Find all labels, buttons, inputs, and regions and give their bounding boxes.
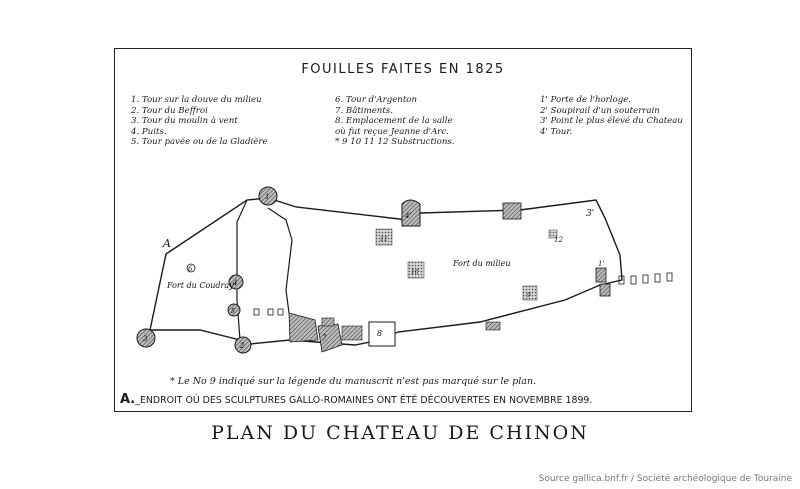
svg-text:2: 2 <box>239 342 245 350</box>
inner-wall <box>267 207 293 314</box>
legend-column-2: 6. Tour d'Argenton 7. Bâtiments. 8. Empl… <box>335 95 455 148</box>
svg-text:7: 7 <box>322 334 327 342</box>
tower-4-prime: 4' <box>401 199 421 227</box>
legend-column-3: 1' Porte de l'horloge. 2' Soupirail d'un… <box>540 95 683 137</box>
clock-gate-1-prime: 1' <box>595 260 611 297</box>
fort-milieu-label: Fort du milieu <box>452 259 510 268</box>
legend-item: 2. Tour du Beffroi <box>131 105 208 116</box>
inner-wall <box>236 199 248 341</box>
svg-text:4: 4 <box>232 279 237 287</box>
substruction-10: 10 <box>407 261 425 279</box>
legend-item: 8. Emplacement de la salle <box>335 116 453 127</box>
tower-1: 1 <box>258 186 278 206</box>
well-4: 4 <box>228 274 244 290</box>
svg-text:3: 3 <box>143 335 148 343</box>
small-structure <box>253 308 260 316</box>
svg-text:8: 8 <box>377 329 382 338</box>
legend-item: 6. Tour d'Argenton <box>335 95 418 105</box>
small-structure <box>485 321 501 331</box>
legend-item: 3. Tour du moulin à vent <box>131 116 238 127</box>
source-credit: Source gallica.bnf.fr / Société archéolo… <box>538 474 792 484</box>
svg-text:11: 11 <box>380 236 388 243</box>
caption-text: _ENDROIT OÙ DES SCULPTURES GALLO-ROMAINE… <box>135 395 593 406</box>
point-3-prime-label: 3' <box>586 209 594 219</box>
svg-text:1': 1' <box>598 260 604 268</box>
legend-item: 1. Tour sur la douve du milieu <box>131 95 262 105</box>
substruction-9: 9 <box>522 285 538 301</box>
bridge-piers <box>618 272 673 285</box>
legend-item: * 9 10 11 12 Substructions. <box>335 137 455 148</box>
hall-8: 8 <box>368 321 396 347</box>
svg-text:1: 1 <box>265 193 269 201</box>
legend-item: 3' Point le plus élevé du Chateau <box>540 116 683 127</box>
caption-letter: A. <box>120 392 136 407</box>
marker-a: A <box>162 237 171 250</box>
legend-item: 4' Tour. <box>540 126 573 137</box>
svg-text:5: 5 <box>231 308 235 315</box>
legend-column-1: 1. Tour sur la douve du milieu 2. Tour d… <box>131 95 268 148</box>
plan-title: PLAN DU CHATEAU DE CHINON <box>211 422 589 444</box>
legend-item: 2' Soupirail d'un souterrain <box>540 105 660 116</box>
small-structure <box>277 308 284 316</box>
legend-item: où fut reçue Jeanne d'Arc. <box>335 126 449 137</box>
substruction-11: 11 <box>375 228 393 246</box>
buildings-7: 7 <box>288 312 363 353</box>
svg-text:6: 6 <box>188 265 193 273</box>
legend-item: 7. Bâtiments. <box>335 105 393 116</box>
legend-heading: FOUILLES FAITES EN 1825 <box>301 62 505 77</box>
legend-item: 5. Tour pavée ou de la Gladière <box>131 137 268 148</box>
svg-text:10: 10 <box>411 269 419 276</box>
tower-3: 3 <box>136 328 156 348</box>
small-structure <box>267 308 274 316</box>
svg-text:9: 9 <box>527 292 531 299</box>
tower-6: 6 <box>186 263 196 273</box>
substruction-12: 12 <box>548 229 563 244</box>
svg-text:12: 12 <box>554 236 563 244</box>
legend-item: 4. Puits. <box>131 126 167 137</box>
svg-text:4': 4' <box>404 212 411 220</box>
caption-a: A._ENDROIT OÙ DES SCULPTURES GALLO-ROMAI… <box>120 392 690 407</box>
fort-coudray-label: Fort du Coudray <box>166 281 234 290</box>
legend-item: 1' Porte de l'horloge. <box>540 95 632 105</box>
tower-structure <box>502 202 522 220</box>
legend-note: * Le No 9 indiqué sur la légende du manu… <box>170 376 537 387</box>
tower-5: 5 <box>227 303 241 317</box>
map-frame <box>114 48 692 412</box>
tower-2: 2 <box>234 336 252 354</box>
